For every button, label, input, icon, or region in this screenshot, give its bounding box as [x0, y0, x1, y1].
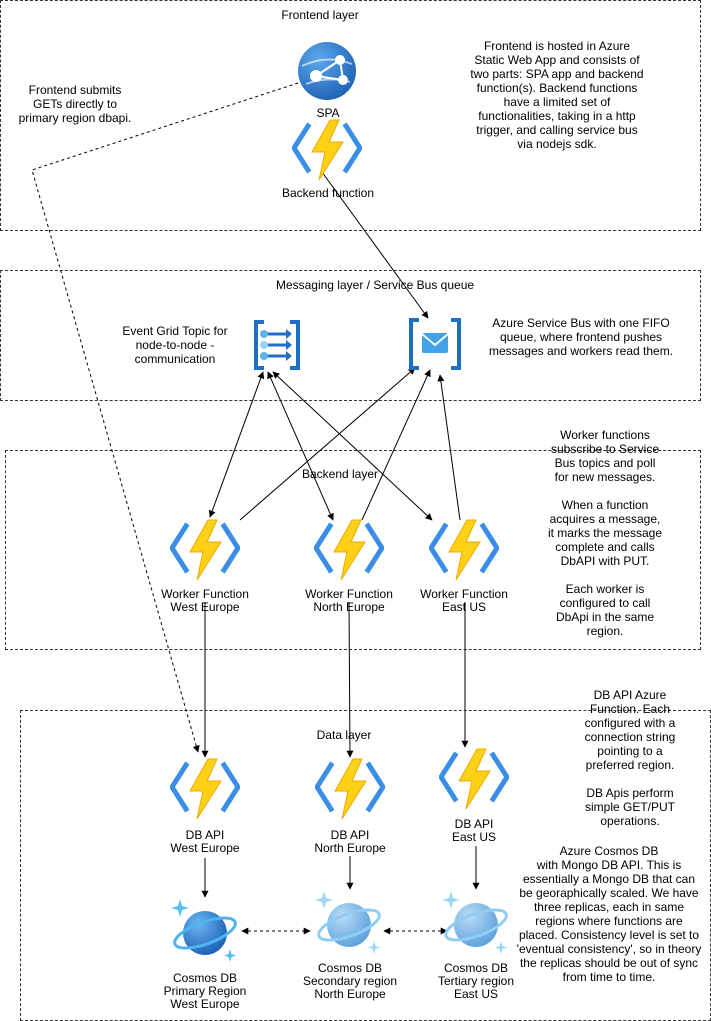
- cosmos-note: Azure Cosmos DB with Mongo DB API. This …: [516, 844, 702, 984]
- dbapi-east-us-label: DB API East US: [414, 818, 534, 844]
- backend-to-servicebus-connector: [321, 171, 429, 319]
- backend-function-label: Backend function: [281, 186, 375, 200]
- frontend-layer: [0, 0, 701, 231]
- dbapi-west-europe-icon: [170, 758, 240, 820]
- service-bus-icon: [409, 318, 461, 370]
- cosmos-db-west-europe-icon: [171, 899, 237, 962]
- worker-eu-name: Worker Function: [420, 587, 508, 601]
- dbapi-north-europe-label: DB API North Europe: [290, 829, 410, 855]
- worker-function-west-europe-icon: [170, 519, 240, 581]
- worker-we-servicebus-connector: [239, 367, 416, 521]
- dbapi-we-region: West Europe: [170, 841, 240, 855]
- cosmos-db-west-europe-label: Cosmos DB Primary Region West Europe: [145, 972, 265, 1011]
- worker-function-west-europe-label: Worker Function West Europe: [145, 588, 265, 614]
- data-layer-title: Data layer: [316, 728, 372, 742]
- dbapi-note: DB API Azure Function. Each configured w…: [584, 688, 676, 828]
- frontend-hosting-note: Frontend is hosted in Azure Static Web A…: [470, 39, 644, 151]
- dbapi-ne-region: North Europe: [314, 841, 386, 855]
- cosmos-ne-name: Cosmos DB: [317, 961, 382, 975]
- dbapi-ne-name: DB API: [330, 828, 370, 842]
- frontend-gets-note: Frontend submits GETs directly to primar…: [18, 83, 132, 125]
- workers-note: Worker functions subscribe to Service Bu…: [547, 428, 663, 638]
- event-grid-icon: [254, 320, 300, 370]
- dbapi-we-name: DB API: [185, 828, 225, 842]
- worker-eu-servicebus-connector: [437, 374, 461, 521]
- frontend-layer-title: Frontend layer: [281, 8, 359, 22]
- cosmos-db-east-us-icon: [442, 891, 508, 954]
- dbapi-eu-region: East US: [451, 830, 496, 844]
- eventgrid-worker-we-connector: [208, 371, 265, 518]
- cosmos-db-east-us-label: Cosmos DB Tertiary region East US: [416, 962, 536, 1001]
- worker-ne-servicebus-connector: [361, 369, 431, 521]
- event-grid-note: Event Grid Topic for node-to-node - comm…: [122, 324, 228, 366]
- cosmos-ne-region: North Europe: [314, 987, 386, 1001]
- worker-we-name: Worker Function: [161, 587, 249, 601]
- cosmos-eu-role: Tertiary region: [437, 974, 515, 988]
- worker-ne-name: Worker Function: [305, 587, 393, 601]
- cosmos-eu-region: East US: [453, 987, 498, 1001]
- static-web-app-icon: [298, 42, 356, 100]
- eventgrid-worker-ne-connector: [267, 371, 334, 521]
- service-bus-note: Azure Service Bus with one FIFO queue, w…: [488, 316, 674, 358]
- backend-function-icon: [292, 119, 362, 181]
- cosmos-ne-role: Secondary region: [302, 974, 398, 988]
- frontend-get-connector: [31, 82, 299, 753]
- worker-function-east-us-label: Worker Function East US: [404, 588, 524, 614]
- cosmos-db-north-europe-label: Cosmos DB Secondary region North Europe: [290, 962, 410, 1001]
- dbapi-eu-name: DB API: [454, 817, 494, 831]
- worker-function-north-europe-label: Worker Function North Europe: [289, 588, 409, 614]
- worker-eu-region: East US: [441, 600, 486, 614]
- spa-label: SPA: [316, 106, 340, 120]
- messaging-layer-title: Messaging layer / Service Bus queue: [275, 278, 475, 292]
- worker-ne-region: North Europe: [313, 600, 385, 614]
- eventgrid-worker-eu-connector: [272, 371, 433, 521]
- cosmos-we-region: West Europe: [170, 997, 240, 1011]
- dbapi-east-us-icon: [439, 748, 509, 810]
- dbapi-west-europe-label: DB API West Europe: [145, 829, 265, 855]
- cosmos-we-name: Cosmos DB: [172, 971, 237, 985]
- worker-we-region: West Europe: [170, 600, 240, 614]
- worker-function-north-europe-icon: [314, 519, 384, 581]
- cosmos-we-role: Primary Region: [163, 984, 247, 998]
- dbapi-north-europe-icon: [315, 758, 385, 820]
- cosmos-eu-name: Cosmos DB: [443, 961, 508, 975]
- worker-function-east-us-icon: [429, 519, 499, 581]
- cosmos-db-north-europe-icon: [315, 891, 381, 954]
- worker-ne-dbapi-connector: [346, 601, 354, 758]
